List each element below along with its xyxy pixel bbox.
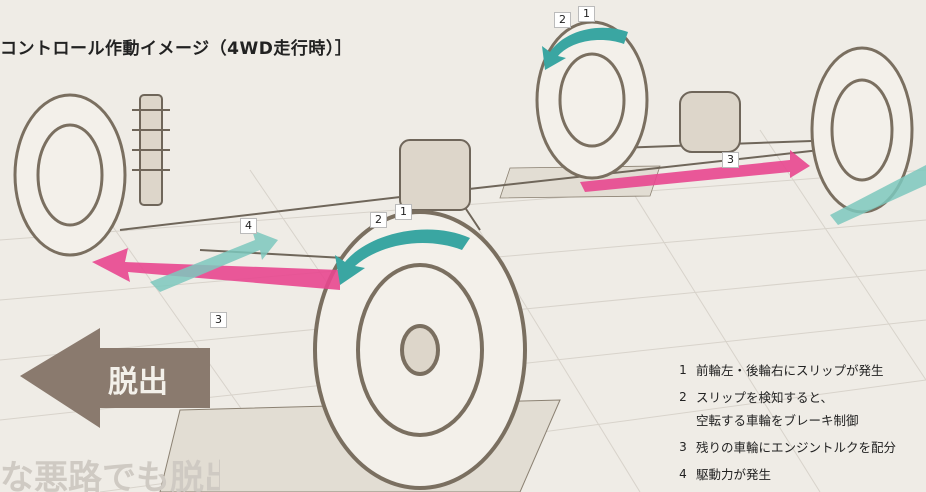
- page-title: コントロール作動イメージ（4WD走行時）］: [0, 39, 353, 59]
- legend-item: 4 駆動力が発生: [676, 464, 924, 483]
- drive-arrow-front: [150, 230, 278, 292]
- legend-text: スリップを検知すると、: [696, 390, 834, 405]
- callout-rear-2: 2: [554, 12, 571, 28]
- legend-number: 1: [679, 362, 687, 377]
- legend-number: 2: [679, 389, 687, 404]
- legend-item: 3 残りの車輪にエンジントルクを配分: [676, 437, 924, 456]
- callout-front-3: 3: [210, 312, 227, 328]
- escape-arrow-label: 脱出: [108, 365, 168, 400]
- rear-differential: [679, 91, 741, 153]
- wheel-front-right: [313, 210, 527, 490]
- legend-number: 3: [679, 439, 687, 454]
- torque-arrow-front: [92, 248, 340, 290]
- transfer-case: [399, 139, 471, 211]
- brake-arrow-front: [335, 229, 470, 285]
- legend-text: 前輪左・後輪右にスリップが発生: [696, 363, 884, 378]
- escape-arrow: [20, 328, 210, 428]
- legend-text: 駆動力が発生: [696, 467, 772, 482]
- legend-item: 1 前輪左・後輪右にスリップが発生: [676, 360, 924, 379]
- legend-item: 2 スリップを検知すると、: [676, 387, 924, 406]
- callout-rear-1: 1: [578, 6, 595, 22]
- shock-absorber: [132, 94, 170, 206]
- bottom-caption: な悪路でも脱出: [0, 458, 220, 492]
- wheel-front-left: [13, 93, 127, 257]
- wheel-rear-right: [810, 46, 914, 214]
- legend-text: 残りの車輪にエンジントルクを配分: [696, 440, 897, 455]
- brake-arrow-rear: [542, 27, 628, 70]
- callout-front-1: 1: [395, 204, 412, 220]
- legend-text-continued: 空転する車輪をブレーキ制御: [696, 413, 859, 428]
- torque-arrow-rear: [580, 150, 810, 192]
- wheel-rear-left: [535, 20, 649, 180]
- callout-front-4: 4: [240, 218, 257, 234]
- callout-front-2: 2: [370, 212, 387, 228]
- legend-number: 4: [679, 466, 687, 481]
- callout-rear-3: 3: [722, 152, 739, 168]
- drive-arrow-rear: [830, 165, 926, 225]
- legend: 1 前輪左・後輪右にスリップが発生 2 スリップを検知すると、 空転する車輪をブ…: [676, 360, 924, 491]
